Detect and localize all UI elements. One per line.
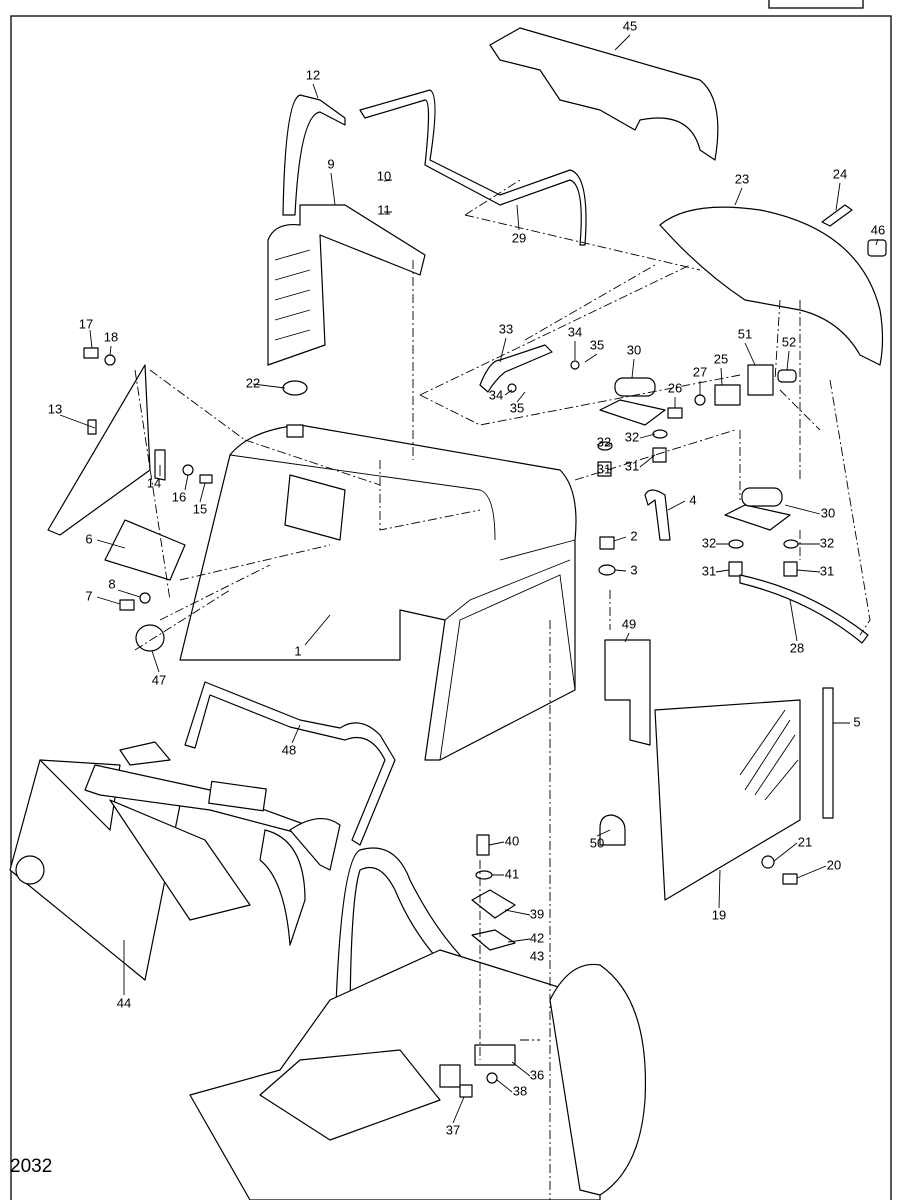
label-32: 32: [702, 535, 716, 550]
label-51: 51: [738, 326, 752, 341]
label-48: 48: [282, 742, 296, 757]
label-52: 52: [782, 334, 796, 349]
label-37: 37: [446, 1122, 460, 1137]
label-13: 13: [48, 401, 62, 416]
label-7: 7: [85, 588, 92, 603]
label-39: 39: [530, 906, 544, 921]
label-5: 5: [853, 714, 860, 729]
label-21: 21: [798, 834, 812, 849]
label-41: 41: [505, 866, 519, 881]
label-18: 18: [104, 329, 118, 344]
label-42: 42: [530, 930, 544, 945]
label-35: 35: [590, 337, 604, 352]
label-49: 49: [622, 616, 636, 631]
label-28: 28: [790, 640, 804, 655]
label-2: 2: [630, 528, 637, 543]
label-34: 34: [489, 387, 503, 402]
label-33: 33: [499, 321, 513, 336]
label-47: 47: [152, 672, 166, 687]
label-32: 32: [820, 535, 834, 550]
label-45: 45: [623, 18, 637, 33]
part-shapes: [9, 27, 887, 1200]
label-6: 6: [85, 531, 92, 546]
label-31: 31: [597, 461, 611, 476]
label-35: 35: [510, 400, 524, 415]
label-16: 16: [172, 489, 186, 504]
label-32: 32: [597, 434, 611, 449]
label-1: 1: [294, 643, 301, 658]
label-31: 31: [820, 563, 834, 578]
leader-lines: [59, 34, 879, 1200]
label-15: 15: [193, 501, 207, 516]
label-22: 22: [246, 375, 260, 390]
label-29: 29: [512, 230, 526, 245]
header-box: [768, 0, 864, 9]
label-32: 32: [625, 429, 639, 444]
label-8: 8: [108, 576, 115, 591]
label-4: 4: [689, 492, 696, 507]
label-3: 3: [630, 562, 637, 577]
label-27: 27: [693, 364, 707, 379]
label-34: 34: [568, 324, 582, 339]
label-20: 20: [827, 857, 841, 872]
label-31: 31: [702, 563, 716, 578]
label-14: 14: [147, 475, 161, 490]
label-38: 38: [513, 1083, 527, 1098]
label-30: 30: [821, 505, 835, 520]
label-40: 40: [505, 833, 519, 848]
label-30: 30: [627, 342, 641, 357]
page-frame: [10, 15, 892, 1200]
label-31: 31: [625, 458, 639, 473]
label-25: 25: [714, 351, 728, 366]
label-23: 23: [735, 171, 749, 186]
label-19: 19: [712, 907, 726, 922]
label-43: 43: [530, 948, 544, 963]
label-50: 50: [590, 835, 604, 850]
page-code: 2032: [10, 1156, 52, 1177]
part-labels: 45 12 9 10 11 29 23 24 46 17 18 13 33 34…: [10, 18, 885, 1177]
label-9: 9: [327, 156, 334, 171]
label-36: 36: [530, 1067, 544, 1082]
label-17: 17: [79, 316, 93, 331]
label-11: 11: [377, 202, 391, 217]
label-26: 26: [668, 380, 682, 395]
label-12: 12: [306, 67, 320, 82]
label-24: 24: [833, 166, 847, 181]
label-10: 10: [377, 168, 391, 183]
label-46: 46: [871, 222, 885, 237]
label-44: 44: [117, 995, 131, 1010]
